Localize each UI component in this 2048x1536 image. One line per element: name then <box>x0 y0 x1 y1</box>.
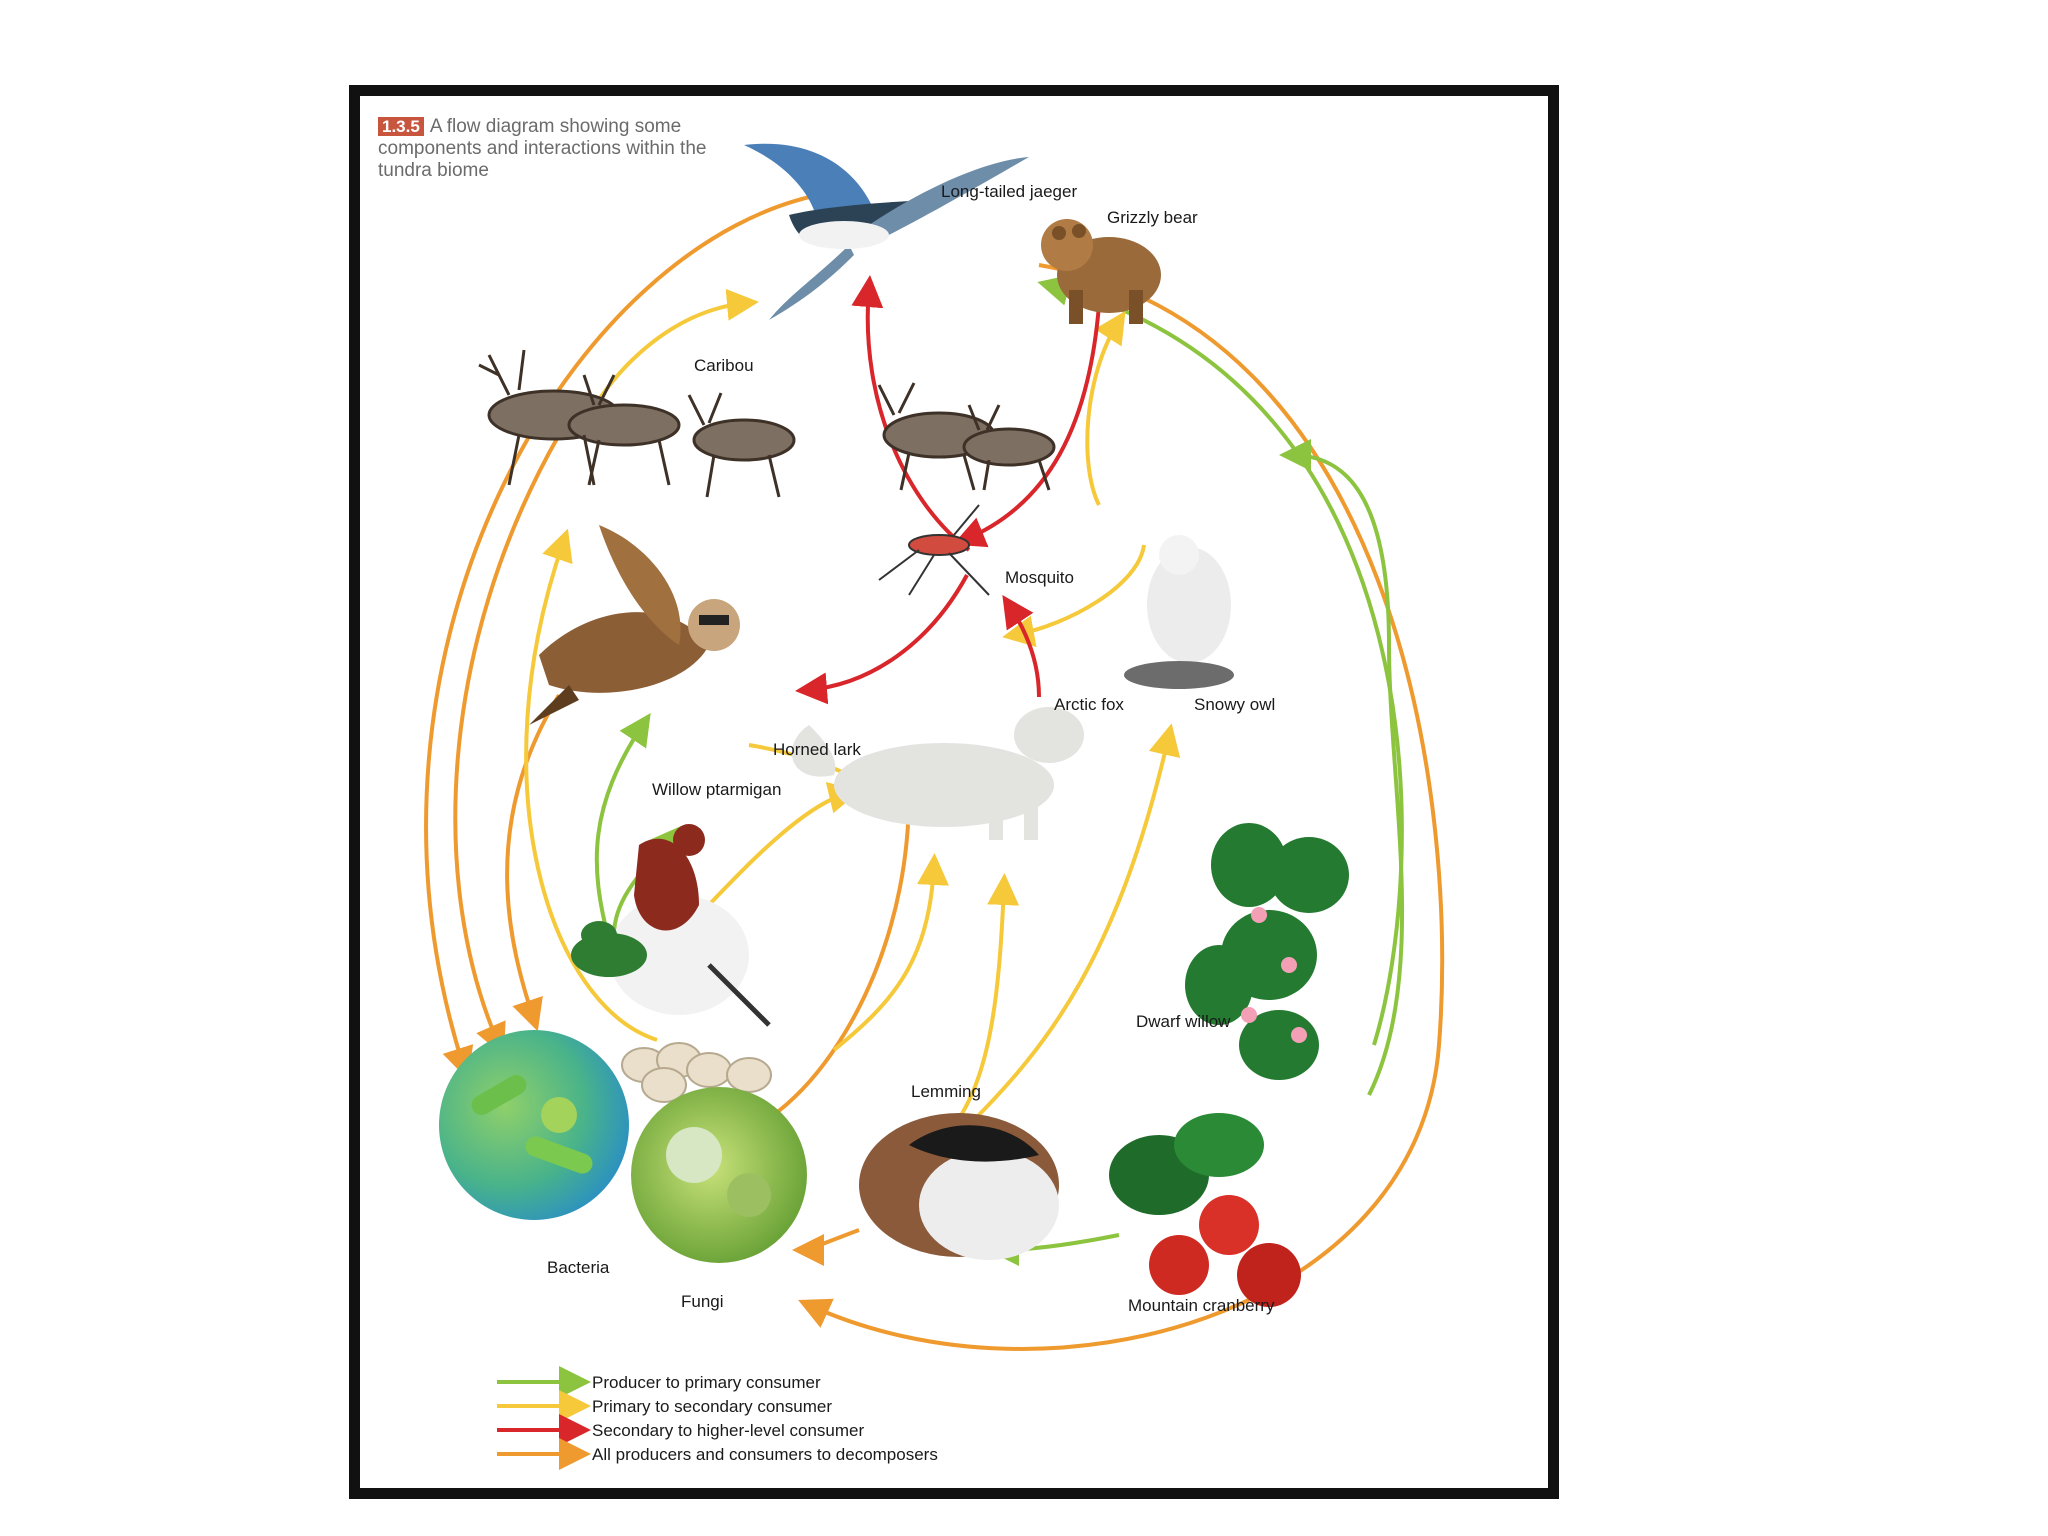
label-fungi: Fungi <box>681 1292 724 1311</box>
jaeger-illustration <box>744 143 1029 320</box>
legend-item: Producer to primary consumer <box>497 1366 821 1398</box>
legend-label: Primary to secondary consumer <box>592 1397 832 1416</box>
legend-item: Primary to secondary consumer <box>497 1390 832 1422</box>
snowy-owl-illustration <box>1124 535 1234 689</box>
fungi-circle <box>631 1087 807 1263</box>
legend-label: Producer to primary consumer <box>592 1373 821 1392</box>
ptarmigan-eggs <box>621 1042 772 1103</box>
label-horned-lark: Horned lark <box>773 740 861 759</box>
figure-number-badge: 1.3.5 <box>378 117 424 136</box>
label-willow-ptarmigan: Willow ptarmigan <box>652 780 781 799</box>
willow-ptarmigan-illustration <box>609 824 771 1027</box>
lemming-illustration <box>859 1113 1059 1260</box>
ground-plant-illustration <box>571 921 647 977</box>
caribou-group-left <box>478 349 681 486</box>
caribou-middle <box>687 392 796 498</box>
dwarf-willow-illustration <box>1185 823 1349 1080</box>
mountain-cranberry-illustration <box>1109 1113 1301 1307</box>
arrows-secondary-to-higher <box>795 275 1101 705</box>
legend: Producer to primary consumer Primary to … <box>497 1366 938 1470</box>
bacteria-circle <box>439 1030 629 1220</box>
label-mosquito: Mosquito <box>1005 568 1074 587</box>
organism-labels: Long-tailed jaeger Grizzly bear Caribou … <box>547 182 1275 1315</box>
legend-item: Secondary to higher-level consumer <box>497 1414 864 1446</box>
label-lemming: Lemming <box>911 1082 981 1101</box>
legend-item: All producers and consumers to decompose… <box>497 1438 938 1470</box>
label-snowy-owl: Snowy owl <box>1194 695 1275 714</box>
mosquito-illustration <box>878 504 990 596</box>
tundra-food-web: Long-tailed jaeger Grizzly bear Caribou … <box>424 143 1445 1470</box>
label-grizzly-bear: Grizzly bear <box>1107 208 1198 227</box>
legend-label: Secondary to higher-level consumer <box>592 1421 864 1440</box>
label-dwarf-willow: Dwarf willow <box>1136 1012 1231 1031</box>
label-long-tailed-jaeger: Long-tailed jaeger <box>941 182 1077 201</box>
horned-lark-illustration <box>529 525 740 725</box>
grizzly-bear-illustration <box>1041 219 1161 324</box>
arctic-fox-illustration <box>791 707 1084 840</box>
legend-label: All producers and consumers to decompose… <box>592 1445 938 1464</box>
label-bacteria: Bacteria <box>547 1258 610 1277</box>
label-mountain-cranberry: Mountain cranberry <box>1128 1296 1275 1315</box>
label-caribou: Caribou <box>694 356 754 375</box>
label-arctic-fox: Arctic fox <box>1054 695 1124 714</box>
caribou-group-right <box>877 382 1056 491</box>
caption-text: A flow diagram showing some components a… <box>378 116 707 181</box>
